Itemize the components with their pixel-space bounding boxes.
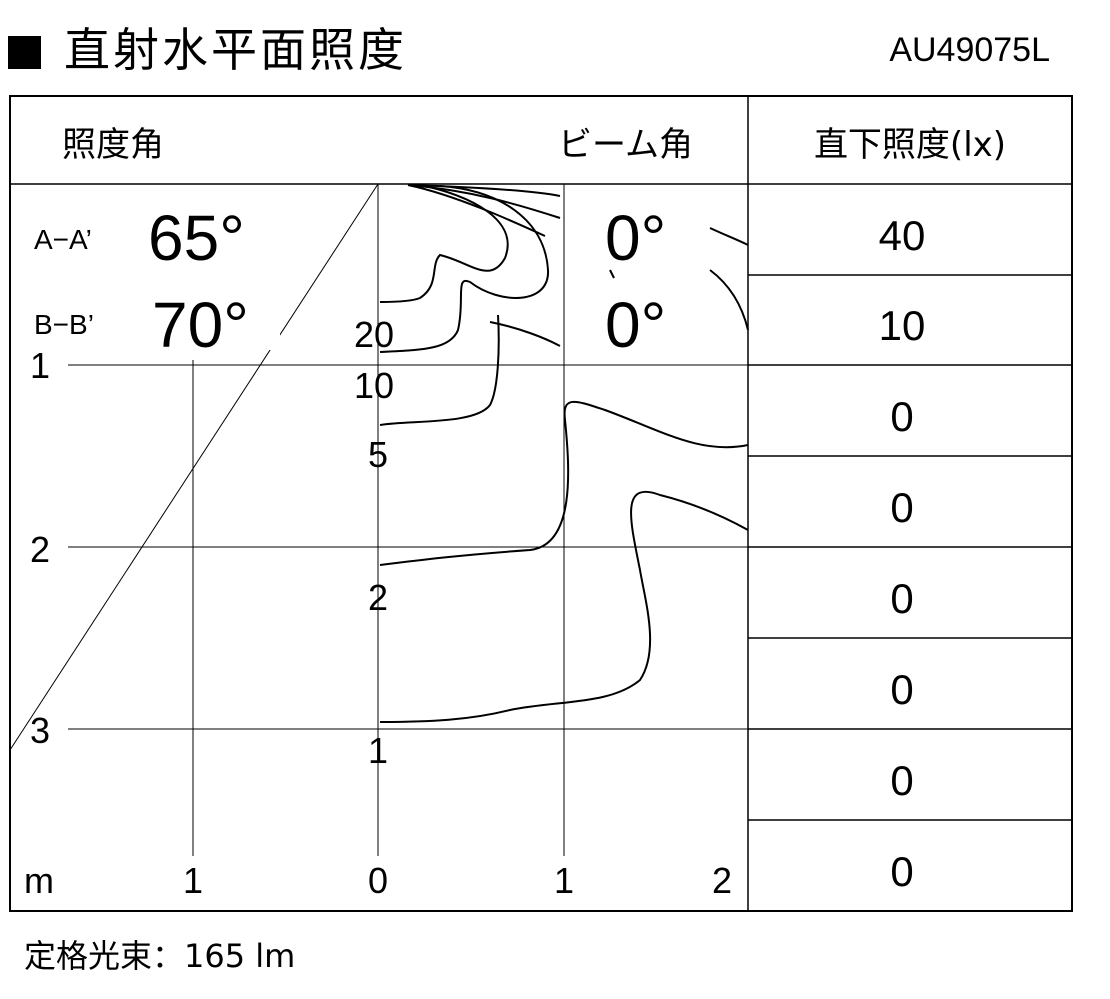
title-square-icon	[8, 36, 41, 69]
contour-label-20: 20	[354, 314, 394, 355]
lux-value-2: 10	[879, 302, 926, 349]
y-tick-2: 2	[30, 529, 50, 570]
illumination-angle-header: 照度角	[62, 125, 164, 165]
aa-beam-angle: 0°	[605, 202, 666, 274]
bb-label: B−B’	[34, 309, 94, 340]
table-frame	[9, 95, 1073, 912]
contour-outer-2	[709, 269, 749, 331]
y-tick-3: 3	[30, 710, 50, 751]
contour-label-2: 2	[368, 577, 388, 618]
bb-angle: 70°	[152, 289, 249, 361]
contour-label-5: 5	[368, 434, 388, 475]
lux-value-7: 0	[890, 757, 913, 804]
contour-20-b	[379, 185, 550, 353]
lux-value-5: 0	[890, 575, 913, 622]
contour-10-b	[379, 314, 500, 426]
contour-inner-1	[407, 184, 561, 197]
beam-angle-header: ビーム角	[558, 125, 693, 165]
x-tick-0: 0	[368, 860, 388, 901]
contour-5	[379, 400, 749, 566]
aa-angle: 65°	[148, 202, 245, 274]
lux-value-1: 40	[879, 212, 926, 259]
x-unit-label: m	[24, 860, 54, 901]
contour-20-a	[379, 184, 509, 303]
contour-label-1: 1	[368, 730, 388, 771]
lux-value-8: 0	[890, 848, 913, 895]
contour-outer-1	[709, 227, 749, 246]
page-title: 直射水平面照度	[64, 23, 407, 77]
contour-2	[379, 490, 749, 723]
beam-backing	[580, 190, 680, 360]
lux-value-4: 0	[890, 484, 913, 531]
model-number: AU49075L	[889, 31, 1050, 69]
contour-label-10: 10	[354, 365, 394, 406]
contour-10	[489, 321, 561, 347]
y-tick-1: 1	[30, 345, 50, 386]
bb-beam-angle: 0°	[605, 289, 666, 361]
rated-luminous-flux: 定格光束：165 lm	[24, 937, 296, 975]
x-tick-left-1: 1	[183, 860, 203, 901]
x-tick-right-2: 2	[712, 860, 732, 901]
contour-inner-3	[407, 184, 546, 237]
lux-value-3: 0	[890, 393, 913, 440]
contour-lines	[379, 184, 749, 723]
aa-label: A−A’	[34, 224, 92, 255]
lux-row-dividers	[748, 274, 1072, 821]
direct-lux-header: 直下照度(lx)	[814, 125, 1006, 165]
x-tick-right-1: 1	[554, 860, 574, 901]
lux-value-6: 0	[890, 666, 913, 713]
beam-angle-line	[9, 183, 379, 751]
contour-tick	[609, 269, 615, 279]
label-backing	[30, 200, 280, 350]
